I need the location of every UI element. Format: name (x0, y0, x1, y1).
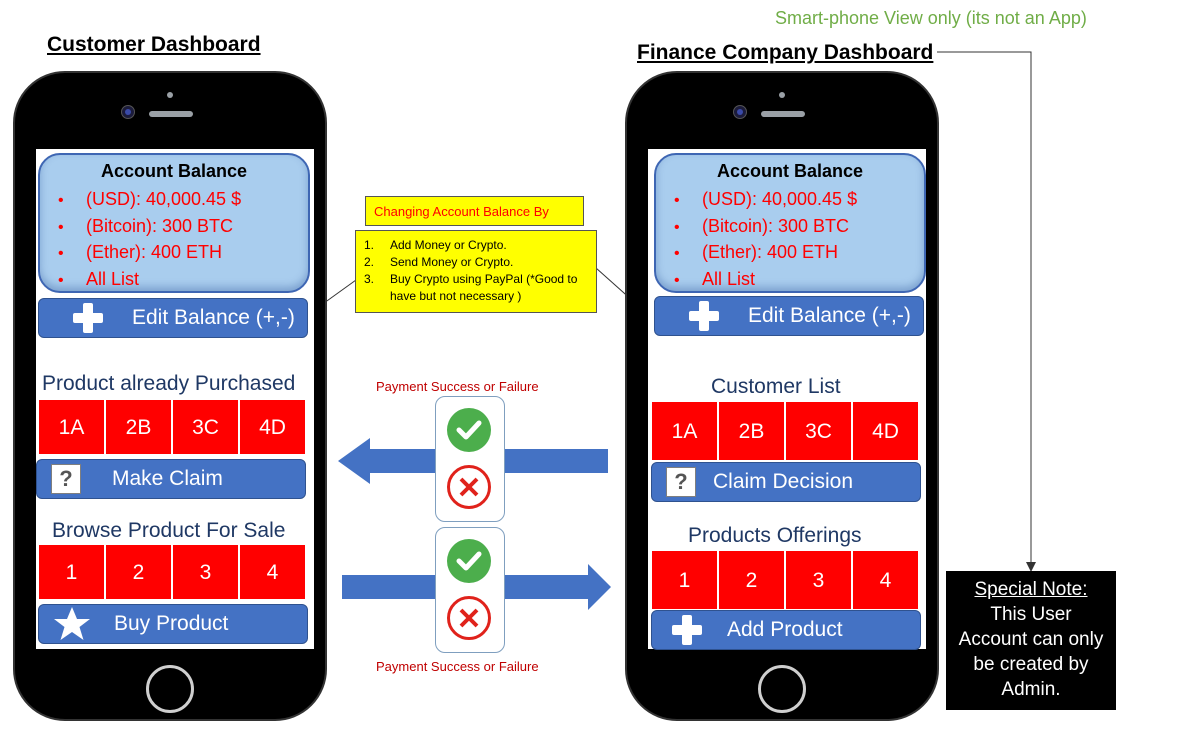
x-circle-icon (447, 465, 491, 509)
edit-balance-label: Edit Balance (+,-) (748, 304, 911, 327)
changing-balance-list: 1.Add Money or Crypto. 2.Send Money or C… (356, 237, 594, 305)
add-product-label: Add Product (727, 618, 843, 641)
customer-tile[interactable]: 1A (651, 401, 718, 461)
check-circle-icon (447, 408, 491, 452)
changing-balance-title-box: Changing Account Balance By (365, 196, 584, 226)
check-circle-icon (447, 539, 491, 583)
special-note-line: Admin. (1001, 679, 1061, 700)
customer-screen: Account Balance (USD): 40,000.45 $ (Bitc… (36, 149, 314, 649)
balance-title: Account Balance (716, 161, 864, 181)
balance-item-bitcoin[interactable]: (Bitcoin): 300 BTC (58, 214, 241, 241)
top-note: Smart-phone View only (its not an App) (775, 8, 1087, 28)
balance-list: (USD): 40,000.45 $ (Bitcoin): 300 BTC (E… (674, 187, 857, 293)
finance-phone: Account Balance (USD): 40,000.45 $ (Bitc… (625, 71, 939, 721)
changing-balance-list-box: 1.Add Money or Crypto. 2.Send Money or C… (355, 230, 597, 313)
special-note: Special Note: This User Account can only… (946, 571, 1116, 710)
note-connector-arrow (937, 51, 1032, 564)
note-connector-arrowhead (1026, 562, 1036, 572)
purchased-tile[interactable]: 4D (239, 399, 306, 455)
make-claim-button[interactable]: ? Make Claim (36, 459, 306, 499)
plus-icon (71, 301, 105, 335)
balance-item-ether[interactable]: (Ether): 400 ETH (58, 240, 241, 267)
browse-tile[interactable]: 3 (172, 544, 239, 600)
speaker-grill (761, 111, 805, 117)
changing-balance-title: Changing Account Balance By (374, 204, 549, 219)
sensor-dot (167, 92, 173, 98)
claim-decision-button[interactable]: ? Claim Decision (651, 462, 921, 502)
payment-status-bottom (435, 527, 505, 653)
offerings-label: Products Offerings (688, 524, 862, 547)
browse-tile[interactable]: 2 (105, 544, 172, 600)
purchased-tile[interactable]: 3C (172, 399, 239, 455)
edit-balance-button[interactable]: Edit Balance (+,-) (38, 298, 308, 338)
account-balance-card[interactable]: Account Balance (USD): 40,000.45 $ (Bitc… (38, 153, 310, 293)
balance-title: Account Balance (100, 161, 248, 181)
make-claim-label: Make Claim (112, 467, 223, 490)
home-button[interactable] (146, 665, 194, 713)
purchased-tile[interactable]: 1A (38, 399, 105, 455)
changing-item: 2.Send Money or Crypto. (364, 255, 514, 269)
offering-tile[interactable]: 3 (785, 550, 852, 610)
special-note-line: be created by (973, 654, 1089, 675)
sensor-dot (779, 92, 785, 98)
add-product-button[interactable]: Add Product (651, 610, 921, 650)
balance-item-usd[interactable]: (USD): 40,000.45 $ (58, 187, 241, 214)
camera-icon (121, 105, 135, 119)
browse-tile[interactable]: 4 (239, 544, 306, 600)
home-button[interactable] (758, 665, 806, 713)
offering-tile[interactable]: 2 (718, 550, 785, 610)
buy-product-label: Buy Product (114, 612, 229, 635)
changing-item: 1.Add Money or Crypto. (364, 238, 507, 252)
customer-dashboard-heading: Customer Dashboard (47, 33, 261, 56)
special-note-line: This User (990, 604, 1072, 625)
balance-item-ether[interactable]: (Ether): 400 ETH (674, 240, 857, 267)
edit-balance-label: Edit Balance (+,-) (132, 306, 295, 329)
changing-item: 3.Buy Crypto using PayPal (*Good to have… (364, 272, 578, 303)
claim-decision-label: Claim Decision (713, 470, 854, 493)
balance-item-all-list[interactable]: All List (58, 267, 241, 294)
payment-label-top: Payment Success or Failure (376, 379, 539, 394)
speaker-grill (149, 111, 193, 117)
offering-tile[interactable]: 1 (651, 550, 718, 610)
browse-label: Browse Product For Sale (52, 519, 286, 542)
purchased-label: Product already Purchased (42, 372, 296, 395)
customer-tile[interactable]: 4D (852, 401, 919, 461)
special-note-line: Account can only (958, 629, 1104, 650)
plus-icon (670, 613, 704, 647)
payment-status-top (435, 396, 505, 522)
purchased-tile[interactable]: 2B (105, 399, 172, 455)
x-circle-icon (447, 596, 491, 640)
payment-label-bottom: Payment Success or Failure (376, 659, 539, 674)
account-balance-card[interactable]: Account Balance (USD): 40,000.45 $ (Bitc… (654, 153, 926, 293)
customer-list-label: Customer List (711, 375, 841, 398)
plus-icon (687, 299, 721, 333)
buy-product-button[interactable]: Buy Product (38, 604, 308, 644)
customer-phone: Account Balance (USD): 40,000.45 $ (Bitc… (13, 71, 327, 721)
finance-dashboard-heading: Finance Company Dashboard (637, 41, 934, 64)
offering-tile[interactable]: 4 (852, 550, 919, 610)
camera-icon (733, 105, 747, 119)
special-note-title: Special Note: (974, 579, 1088, 600)
browse-tile[interactable]: 1 (38, 544, 105, 600)
question-icon: ? (666, 467, 696, 497)
balance-item-usd[interactable]: (USD): 40,000.45 $ (674, 187, 857, 214)
customer-tile[interactable]: 3C (785, 401, 852, 461)
balance-item-all-list[interactable]: All List (674, 267, 857, 294)
edit-balance-button[interactable]: Edit Balance (+,-) (654, 296, 924, 336)
balance-item-bitcoin[interactable]: (Bitcoin): 300 BTC (674, 214, 857, 241)
customer-tile[interactable]: 2B (718, 401, 785, 461)
star-icon (54, 607, 90, 640)
finance-screen: Account Balance (USD): 40,000.45 $ (Bitc… (648, 149, 926, 650)
balance-list: (USD): 40,000.45 $ (Bitcoin): 300 BTC (E… (58, 187, 241, 293)
question-icon: ? (51, 464, 81, 494)
